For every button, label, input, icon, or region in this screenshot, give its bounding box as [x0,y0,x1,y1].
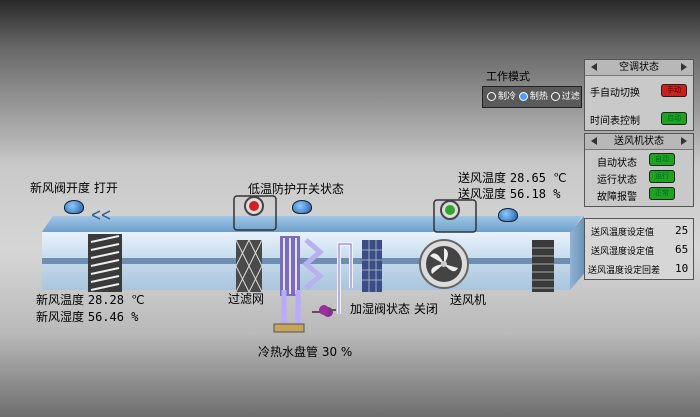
mode-title: 工作模式 [486,70,530,83]
setpoint-diff-label: 送风温度设定回差 [588,266,661,276]
manual-auto-label: 手自动切换 [590,88,640,99]
low-temp-label: 低温防护开关状态 [248,182,345,196]
chevron-left-icon[interactable] [591,63,597,71]
mode-option-cool[interactable]: 制冷 [487,92,516,102]
setpoint-hum-label: 送风湿度设定值 [591,247,655,257]
outlet-damper [532,240,554,292]
auto-status-label: 自动状态 [597,158,637,169]
fan-label: 送风机 [450,293,487,307]
run-status-label: 运行状态 [597,175,637,186]
run-status-indicator: 运行 [649,170,675,183]
duct-end [570,216,584,290]
schedule-label: 时间表控制 [590,116,640,127]
setpoint-hum-value[interactable]: 65 [675,243,689,256]
fresh-humidity: 新风湿度 56.46 % [36,310,139,324]
supply-sensor-icon [433,199,477,233]
filter-label: 过滤网 [228,292,265,306]
radio-selected-icon [518,92,528,101]
mode-option-filter[interactable]: 过滤 [550,92,580,102]
fault-alarm-indicator: 正常 [649,187,675,200]
fan-status-panel: 送风机状态 自动状态 自动 运行状态 运行 故障报警 正常 [584,133,694,207]
chevron-right-icon[interactable] [681,63,687,71]
filter-icon [236,240,262,292]
chevron-left-icon[interactable] [591,137,597,145]
radio-icon [550,92,560,101]
chevron-right-icon[interactable] [681,137,687,145]
fresh-air-damper [88,234,122,292]
fault-alarm-label: 故障报警 [597,192,637,203]
ac-status-panel: 空调状态 手自动切换 手动 时间表控制 启动 [584,59,694,131]
fan-status-header: 送风机状态 [585,134,693,150]
supply-actuator-icon[interactable] [498,208,518,222]
fresh-valve-label: 新风阀开度 打开 [30,181,118,195]
humidifier-mesh [362,240,382,292]
setpoint-temp-value[interactable]: 25 [675,224,689,237]
supply-humidity: 送风湿度 56.18 % [458,187,561,201]
radio-icon [487,92,496,101]
humidify-label: 加湿阀状态 关闭 [350,302,438,316]
setpoint-diff-value[interactable]: 10 [675,262,689,275]
humidifier-pipe [337,242,353,314]
schedule-indicator[interactable]: 启动 [661,112,687,125]
fresh-temp: 新风温度 28.28 ℃ [36,293,145,307]
low-temp-sensor-icon [233,195,277,231]
duct-top [42,216,582,232]
coil-icon [280,236,324,296]
supply-temp: 送风温度 28.65 ℃ [458,171,567,185]
coil-label: 冷热水盘管 30 % [258,345,353,359]
auto-status-indicator: 自动 [649,153,675,166]
ac-status-header: 空调状态 [585,60,693,76]
mode-selector: 制冷 制热 过滤 [482,86,582,108]
setpoint-temp-label: 送风温度设定值 [591,228,655,238]
low-temp-actuator-icon[interactable] [292,200,312,214]
setpoint-panel: 送风温度设定值 25 送风湿度设定值 65 送风温度设定回差 10 [584,218,694,280]
fresh-damper-actuator-icon[interactable] [64,200,84,214]
arrows-icon [92,210,111,220]
mode-option-heat[interactable]: 制热 [518,92,548,102]
manual-auto-indicator[interactable]: 手动 [661,84,687,97]
fan-icon [419,239,469,289]
humidifier-valve [319,305,336,315]
